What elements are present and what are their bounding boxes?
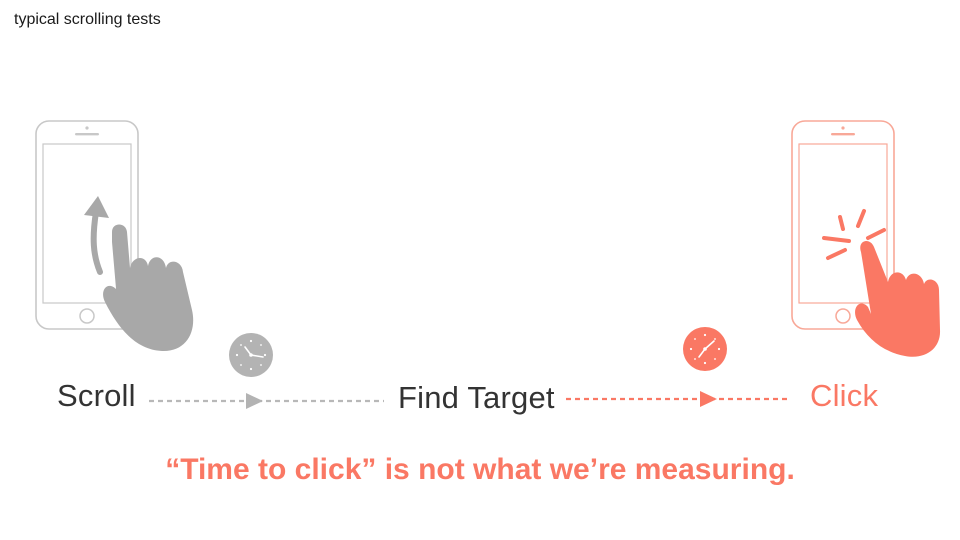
- step-label-click: Click: [810, 378, 879, 413]
- arrow-find-to-click-icon: [566, 391, 790, 407]
- slide-title: typical scrolling tests: [14, 11, 161, 28]
- arrow-scroll-to-find-icon: [149, 393, 384, 409]
- phone-right-icon: [791, 120, 895, 330]
- hand-coral-icon: [855, 240, 941, 357]
- scroll-up-arrow-icon: [84, 196, 109, 275]
- step-label-scroll: Scroll: [57, 378, 136, 413]
- phone-left-icon: [35, 120, 139, 330]
- tap-burst-icon: [822, 209, 886, 260]
- step-label-find-target: Find Target: [398, 380, 555, 415]
- clock-coral-icon: [683, 327, 727, 371]
- hand-gray-icon: [103, 224, 194, 352]
- clock-gray-icon: [229, 333, 273, 377]
- conclusion-message: “Time to click” is not what we’re measur…: [165, 453, 795, 486]
